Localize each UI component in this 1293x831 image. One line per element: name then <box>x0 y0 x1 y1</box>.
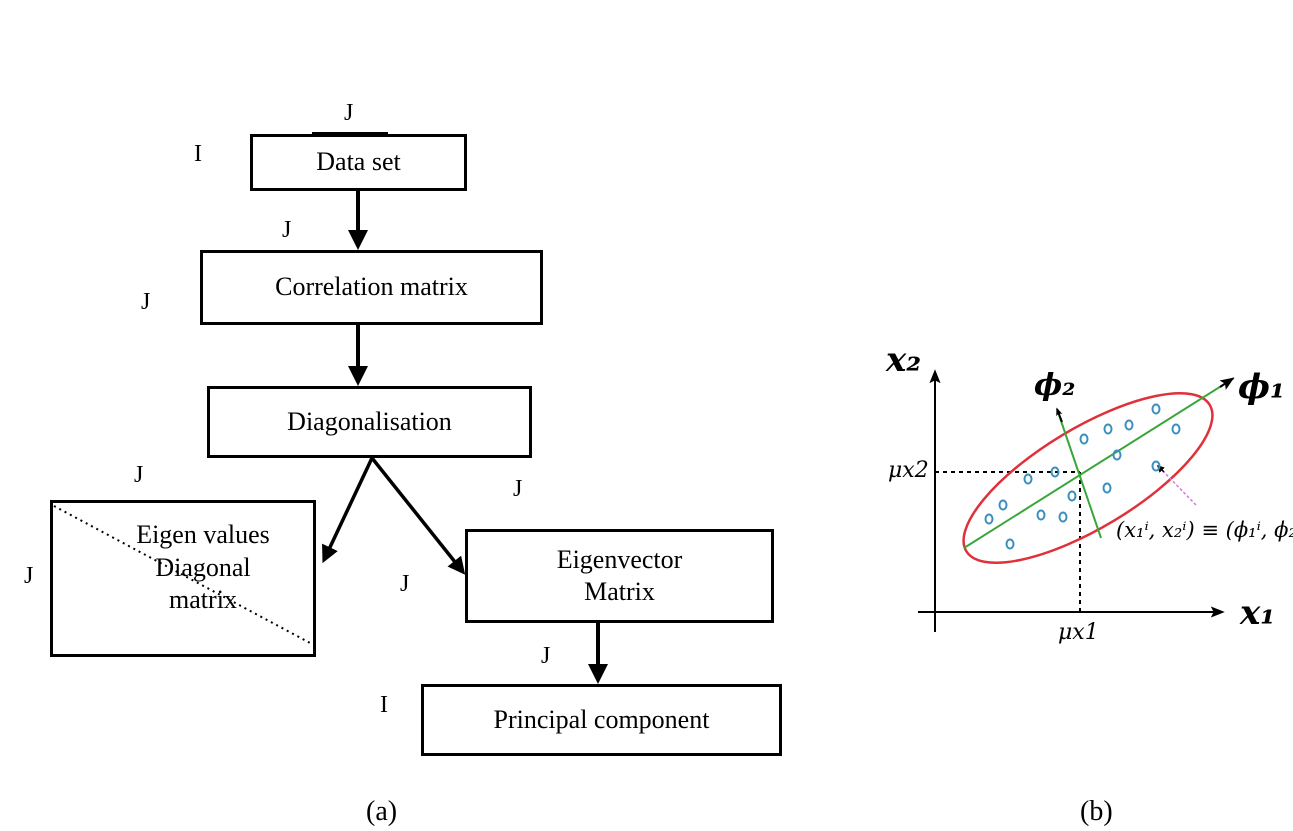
data-point <box>1005 538 1015 550</box>
data-point <box>1036 509 1046 521</box>
dim-label-correlation-left: J <box>141 289 151 315</box>
data-point <box>1112 449 1122 461</box>
dim-label-eigen-values-top: J <box>134 462 144 488</box>
mu-x2-label: μx2 <box>888 458 929 483</box>
data-ellipse <box>962 391 1214 565</box>
principal-component-label: Principal component <box>493 704 710 734</box>
caption-a: (a) <box>366 796 398 827</box>
x-axis-label: x₁ <box>1240 593 1276 633</box>
data-point <box>1102 482 1112 494</box>
phi2-label: ϕ₂ <box>1034 368 1076 403</box>
dim-label-eigenvector-top: J <box>513 476 523 502</box>
data-point <box>984 513 994 525</box>
dim-label-principal-top: J <box>541 643 551 669</box>
eigen-values-box: Eigen values Diagonal matrix <box>50 500 316 657</box>
data-point <box>1050 466 1060 478</box>
data-point <box>1151 403 1161 415</box>
phi2-axis <box>1058 414 1102 539</box>
data-point <box>998 499 1008 511</box>
principal-component-box: Principal component <box>421 684 782 756</box>
eigen-values-diagonal-dotted <box>53 505 313 645</box>
caption-b: (b) <box>1080 796 1113 827</box>
phi1-label: ϕ₁ <box>1238 367 1285 407</box>
y-axis-label: x₂ <box>886 340 922 380</box>
data-point <box>1151 460 1161 472</box>
phi2-arrowhead <box>1056 407 1063 423</box>
data-point <box>1058 511 1068 523</box>
data-point <box>1079 433 1089 445</box>
dim-label-data-set-top: J <box>344 100 354 126</box>
data-set-label: Data set <box>316 147 401 177</box>
data-point <box>1171 423 1181 435</box>
data-point <box>1023 473 1033 485</box>
arrow-diagonalisation-to-eigenvector <box>370 456 466 575</box>
dim-label-correlation-top: J <box>282 217 292 243</box>
data-point <box>1067 490 1077 502</box>
data-points <box>984 403 1181 550</box>
eigen-values-line2: Diagonal <box>155 552 251 582</box>
eigenvector-line1: Eigenvector <box>556 544 683 574</box>
mu-x1-label: μx1 <box>1058 620 1099 645</box>
arrow-diagonalisation-to-eigenvalues <box>322 457 374 564</box>
diagonalisation-label: Diagonalisation <box>287 406 452 436</box>
correlation-matrix-label: Correlation matrix <box>275 272 468 302</box>
dim-label-eigenvector-left: J <box>400 571 410 597</box>
correlation-matrix-box: Correlation matrix <box>200 250 543 325</box>
phi1-axis <box>963 377 1235 549</box>
diagonalisation-box: Diagonalisation <box>207 386 532 458</box>
data-point <box>1103 423 1113 435</box>
dim-label-principal-left: I <box>380 692 388 718</box>
eigen-values-line1: Eigen values <box>136 520 270 549</box>
eigenvector-matrix-box: Eigenvector Matrix <box>465 529 774 623</box>
dim-label-data-set-left: I <box>194 141 202 167</box>
phi1-arrowhead <box>1219 377 1235 390</box>
annotation-arrow <box>1158 466 1197 506</box>
data-set-box: Data set <box>250 134 467 191</box>
dim-label-eigen-values-left: J <box>24 563 34 589</box>
eigenvector-line2: Matrix <box>584 577 655 606</box>
point-annotation: (x₁ⁱ, x₂ⁱ) ≡ (ϕ₁ⁱ, ϕ₂ⁱ <box>1116 519 1293 542</box>
eigen-values-line3: matrix <box>169 585 237 614</box>
data-point <box>1124 419 1134 431</box>
